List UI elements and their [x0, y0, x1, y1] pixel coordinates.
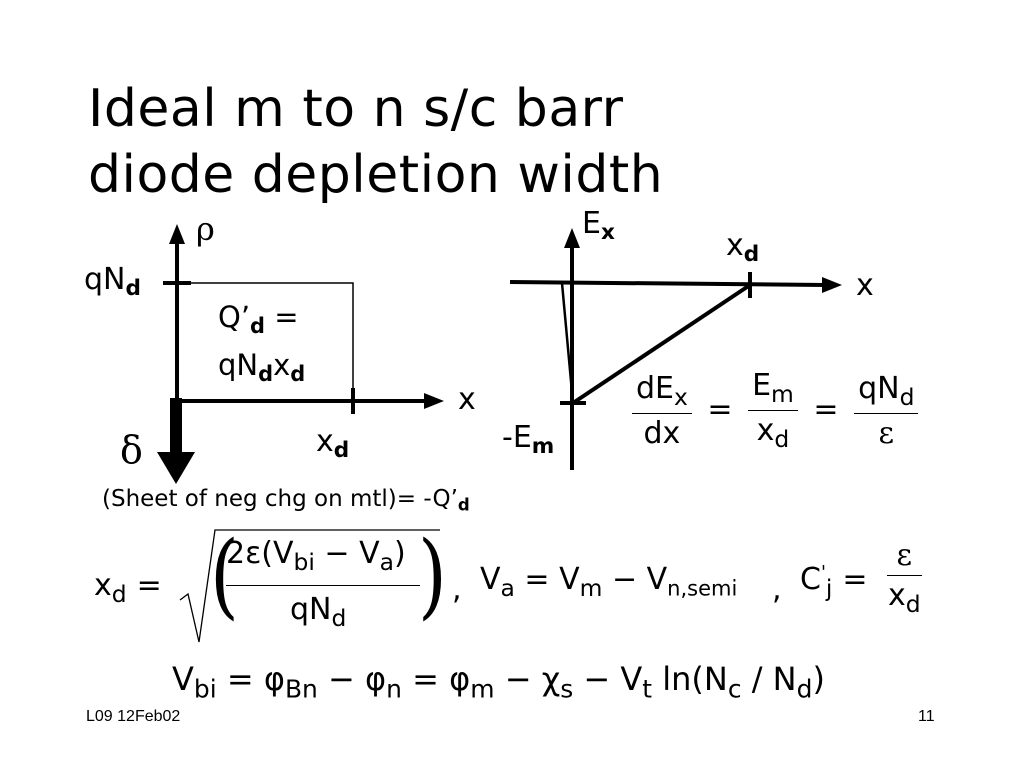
cj-lhs: C'j= [800, 562, 868, 603]
qnd-level-label: qNd [84, 262, 141, 302]
right-xd-label: xd [726, 228, 760, 268]
cj-fraction: ε xd [886, 538, 923, 619]
sqrt-numerator: 2ε(Vbi − Va) [226, 536, 406, 577]
va-equation: Va = Vm − Vn,semi [480, 562, 738, 603]
right-big-paren: ) [418, 522, 447, 630]
charge-density-box [177, 282, 354, 401]
field-linear-ramp [571, 283, 752, 405]
right-y-axis-arrowhead [564, 228, 580, 248]
slide-title: Ideal m to n s/c barr diode depletion wi… [88, 76, 663, 208]
footer-lecture-date: L09 12Feb02 [86, 708, 181, 725]
right-y-axis-label: Ex [582, 206, 615, 246]
sheet-charge-note: (Sheet of neg chg on mtl)= -Q’d [102, 486, 470, 515]
sheet-charge-arrowhead [157, 452, 195, 484]
depletion-charge-label-line-2: qNdxd [218, 348, 306, 386]
footer-slide-number: 11 [918, 708, 935, 725]
field-gradient-equation: dEx dx = Em xd = qNd ε [632, 368, 919, 453]
left-y-axis-label: ρ [196, 210, 215, 248]
left-big-paren: ( [210, 522, 239, 630]
slide-title-line-2: diode depletion width [88, 145, 664, 205]
sqrt-denominator: qNd [290, 592, 347, 633]
frac-qnd-eps: qNd ε [854, 371, 919, 451]
left-x-axis-label: x [458, 382, 476, 417]
sheet-charge-bar [170, 398, 182, 456]
depletion-charge-label-line-1: Q’d = [218, 300, 299, 338]
field-steep-line [560, 282, 575, 404]
vbi-equation: Vbi = φBn − φn = φm − χs − Vt ln(Nc / Nd… [172, 660, 825, 704]
right-x-axis-label: x [856, 268, 874, 303]
delta-label: δ [120, 428, 143, 472]
minus-em-label: -Em [502, 420, 555, 460]
sqrt-fraction-bar [226, 585, 420, 586]
right-x-axis [509, 280, 827, 287]
comma-1: , [452, 572, 462, 607]
left-y-axis-arrowhead [169, 224, 185, 244]
xd-lhs: xd= [94, 568, 162, 609]
left-xd-label: xd [316, 424, 350, 464]
right-x-axis-arrowhead [822, 277, 842, 293]
slide-title-line-1: Ideal m to n s/c barr [88, 79, 624, 139]
left-x-axis-arrowhead [424, 393, 444, 409]
frac-em-xd: Em xd [748, 368, 798, 453]
comma-2: , [772, 572, 782, 607]
sqrt-sign [179, 529, 440, 643]
frac-dex-dx: dEx dx [632, 371, 692, 451]
